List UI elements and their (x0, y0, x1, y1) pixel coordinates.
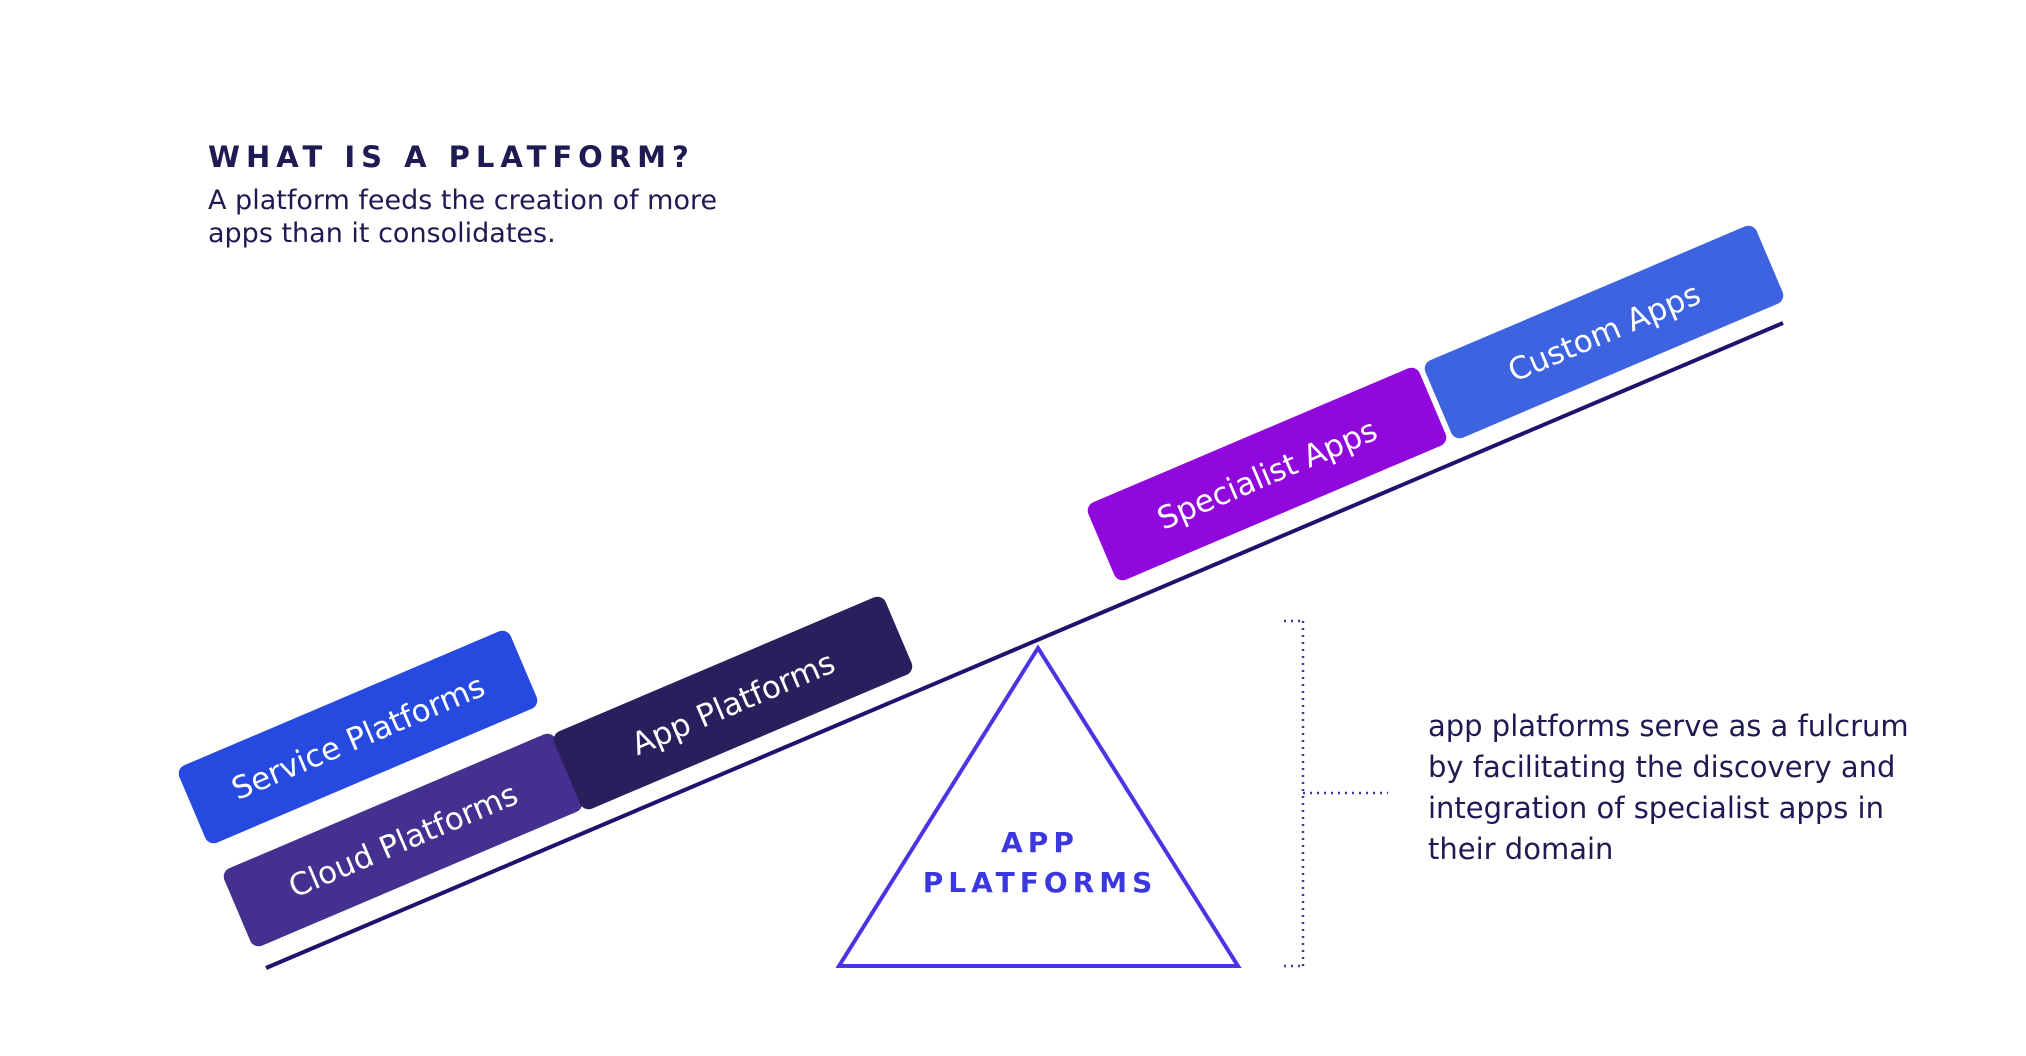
box-specialist-apps: Specialist Apps (1087, 367, 1447, 581)
box-custom-apps-rect (1424, 225, 1784, 439)
box-custom-apps: Custom Apps (1424, 225, 1784, 439)
box-service-platforms-rect (178, 630, 538, 844)
box-specialist-apps-rect (1087, 367, 1447, 581)
fulcrum-label-line2: PLATFORMS (923, 866, 1157, 899)
seesaw-beam (265, 321, 1784, 970)
box-cloud-platforms-rect (223, 733, 583, 947)
annotation-text: app platforms serve as a fulcrum by faci… (1428, 709, 1909, 866)
page-title: WHAT IS A PLATFORM? (208, 140, 695, 174)
box-app-platforms: App Platforms (553, 596, 913, 810)
annotation-bracket (1284, 619, 1388, 968)
box-app-platforms-rect (553, 596, 913, 810)
page-subtitle: A platform feeds the creation of more ap… (208, 185, 718, 249)
fulcrum-triangle (835, 644, 1242, 968)
fulcrum-label-line1: APP (1001, 826, 1079, 859)
